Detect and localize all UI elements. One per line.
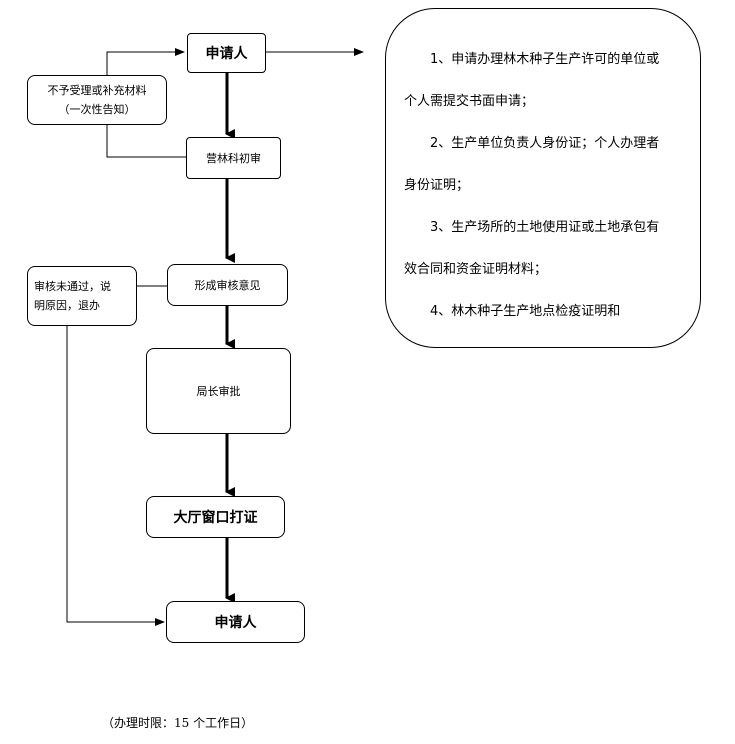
hall-print-box: 大厅窗口打证 (146, 496, 285, 538)
applicant-bottom-box: 申请人 (166, 601, 305, 643)
fail-note-box: 审核未通过，说 明原因，退办 (27, 266, 137, 326)
loop-fail-return (66, 325, 165, 626)
requirement-item-4: 4、林木种子生产地点检疫证明和 (430, 304, 621, 319)
form-opinion-label: 形成审核意见 (194, 279, 261, 292)
reject-note-line1: 不予受理或补充材料 (47, 84, 147, 97)
forestry-review-label: 营林科初审 (206, 152, 261, 165)
form-opinion-box: 形成审核意见 (167, 264, 288, 306)
requirement-item-2: 2、生产单位负责人身份证；个人办理者身份证明； (404, 136, 660, 193)
time-limit-note: （办理时限：15 个工作日） (102, 716, 254, 730)
applicant-top-label: 申请人 (205, 46, 248, 62)
requirements-box: 1、申请办理林木种子生产许可的单位或个人需提交书面申请； 2、生产单位负责人身份… (385, 8, 701, 348)
hall-print-label: 大厅窗口打证 (173, 510, 258, 526)
applicant-bottom-label: 申请人 (214, 615, 257, 631)
director-approval-label: 局长审批 (196, 385, 241, 398)
reject-note-box: 不予受理或补充材料 （一次性告知） (27, 75, 167, 125)
requirement-item-1: 1、申请办理林木种子生产许可的单位或个人需提交书面申请； (404, 52, 660, 109)
requirement-item-3: 3、生产场所的土地使用证或土地承包有效合同和资金证明材料； (404, 220, 660, 277)
director-approval-box: 局长审批 (146, 348, 291, 434)
applicant-top-box: 申请人 (187, 33, 266, 73)
fail-note-line1: 审核未通过，说 (34, 280, 111, 293)
reject-note-line2: （一次性告知） (58, 103, 136, 116)
forestry-review-box: 营林科初审 (186, 137, 281, 179)
fail-note-line2: 明原因，退办 (34, 299, 100, 312)
